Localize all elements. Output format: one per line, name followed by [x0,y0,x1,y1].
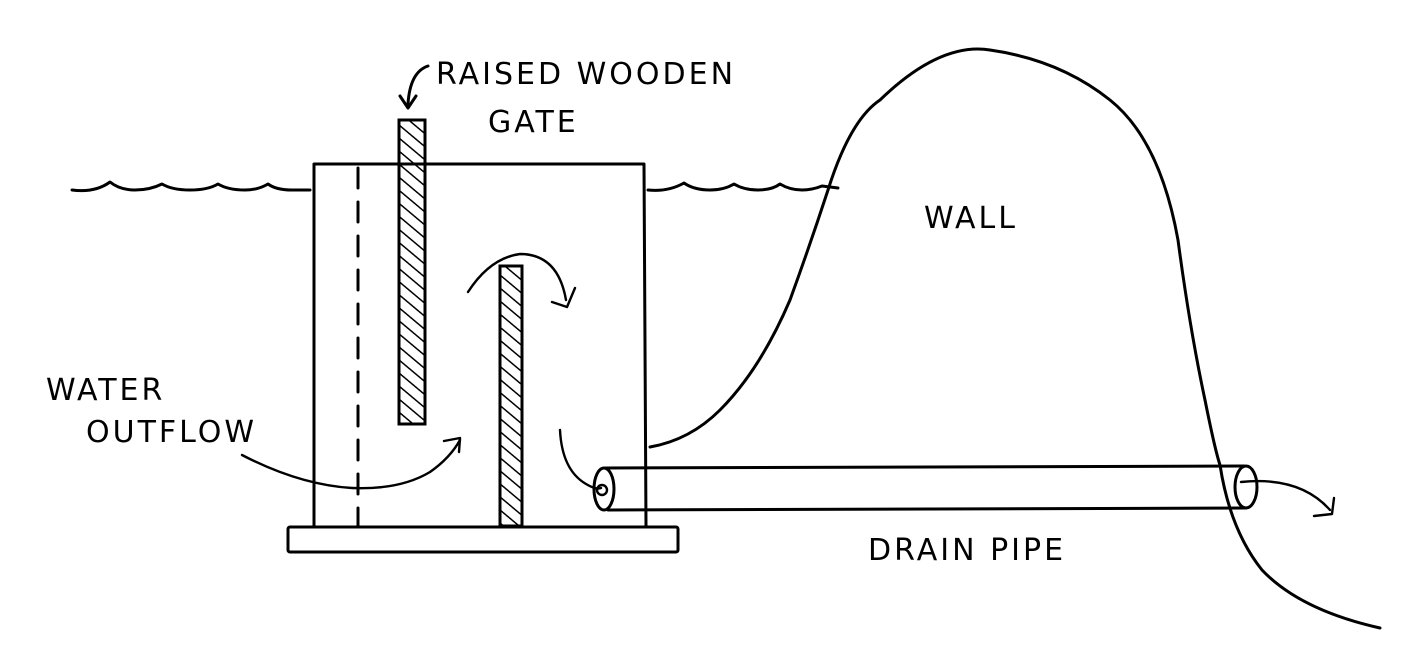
flow-arrow-over-baffle-head [550,286,577,309]
drain-pipe-outlet [1233,464,1259,510]
base-plate [286,525,680,554]
gate-label-line-2: GATE [488,105,579,140]
pipe-outlet-arrow [1239,479,1332,512]
flow-arrow-over-baffle [466,252,568,302]
wall-label: WALL [924,201,1018,236]
outflow-arrow-head [442,436,462,454]
gate-label-line-1: RAISED WOODEN [436,57,736,92]
gate-label-arrowhead [398,94,418,110]
gate-label-arrow [406,64,430,106]
outflow-arrow [240,438,462,490]
pipe-outlet-arrow-head [1312,496,1336,518]
raised-wooden-gate [397,118,427,426]
drain-pipe [604,464,1248,512]
inner-baffle [498,264,524,528]
drain-pipe-inlet [592,466,616,512]
gate-box [312,162,648,528]
water-surface-right [646,181,840,192]
drain-pipe-label: DRAIN PIPE [868,533,1066,568]
water-surface-left [70,180,312,193]
drain-pipe-inlet-core [595,483,609,497]
outflow-label-line-2: OUTFLOW [86,415,257,450]
wall [648,47,1382,630]
outflow-label-line-1: WATER [46,373,165,408]
